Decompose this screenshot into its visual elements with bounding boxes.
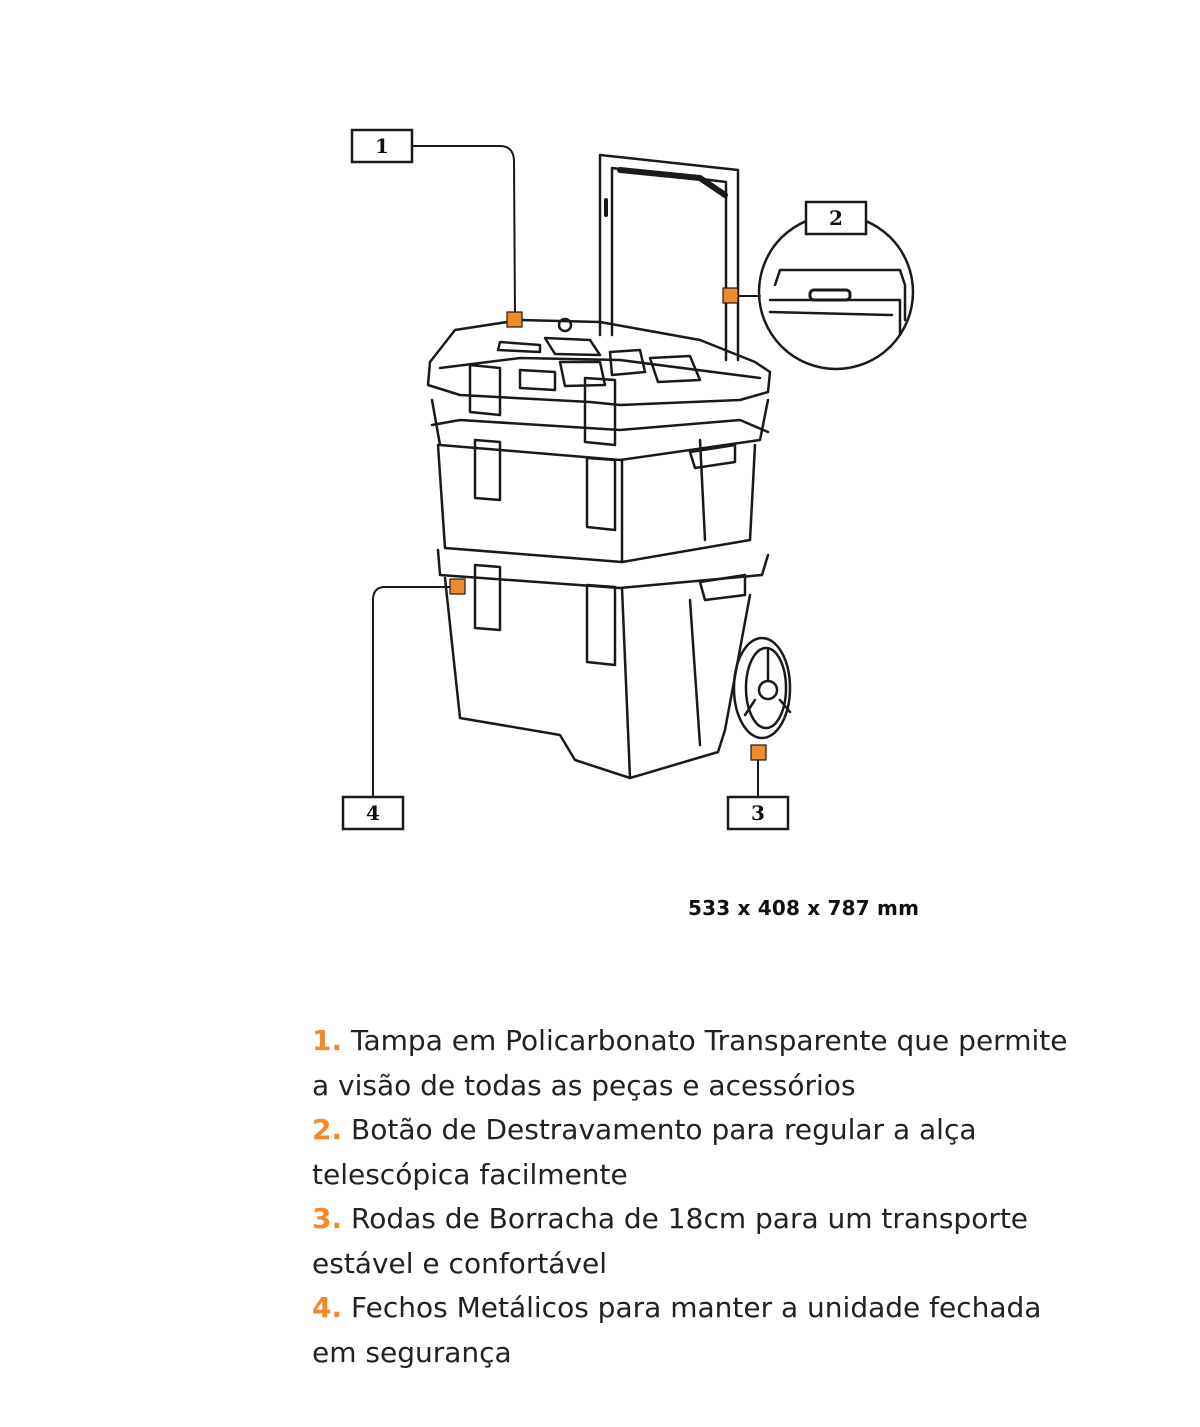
callout-box-3 <box>726 795 790 831</box>
callout-box-4 <box>341 795 405 831</box>
marker-3 <box>750 744 767 761</box>
feature-number: 2. <box>312 1113 343 1146</box>
callout-label-2: 2 <box>829 206 843 230</box>
handle-detail-magnifier <box>757 213 915 371</box>
callout-box-2 <box>804 200 868 236</box>
marker-2 <box>722 287 739 304</box>
callout-label-1: 1 <box>375 134 389 158</box>
rubber-wheel <box>732 636 792 740</box>
middle-box <box>430 398 770 564</box>
feature-list: 1. Tampa em Policarbonato Transparente q… <box>312 1019 1072 1375</box>
feature-number: 1. <box>312 1024 343 1057</box>
marker-1 <box>506 311 523 328</box>
metal-latches <box>468 363 617 667</box>
callout-label-4: 4 <box>366 801 380 825</box>
marker-4 <box>449 578 466 595</box>
feature-text: Rodas de Borracha de 18cm para um transp… <box>312 1202 1029 1280</box>
feature-number: 4. <box>312 1291 343 1324</box>
telescopic-handle <box>598 153 740 362</box>
callout-box-1 <box>350 128 414 164</box>
callout-label-3: 3 <box>751 801 765 825</box>
top-organizer <box>426 317 772 407</box>
dimensions-label: 533 x 408 x 787 mm <box>688 896 920 920</box>
feature-text: Botão de Destravamento para regular a al… <box>312 1113 977 1191</box>
feature-number: 3. <box>312 1202 343 1235</box>
feature-item: 4. Fechos Metálicos para manter a unidad… <box>312 1286 1072 1375</box>
bottom-box <box>436 548 770 780</box>
feature-item: 2. Botão de Destravamento para regular a… <box>312 1108 1072 1197</box>
toolbox-diagram: 1 2 3 4 <box>341 128 915 831</box>
feature-text: Tampa em Policarbonato Transparente que … <box>312 1024 1068 1102</box>
feature-item: 3. Rodas de Borracha de 18cm para um tra… <box>312 1197 1072 1286</box>
feature-text: Fechos Metálicos para manter a unidade f… <box>312 1291 1042 1369</box>
feature-item: 1. Tampa em Policarbonato Transparente q… <box>312 1019 1072 1108</box>
